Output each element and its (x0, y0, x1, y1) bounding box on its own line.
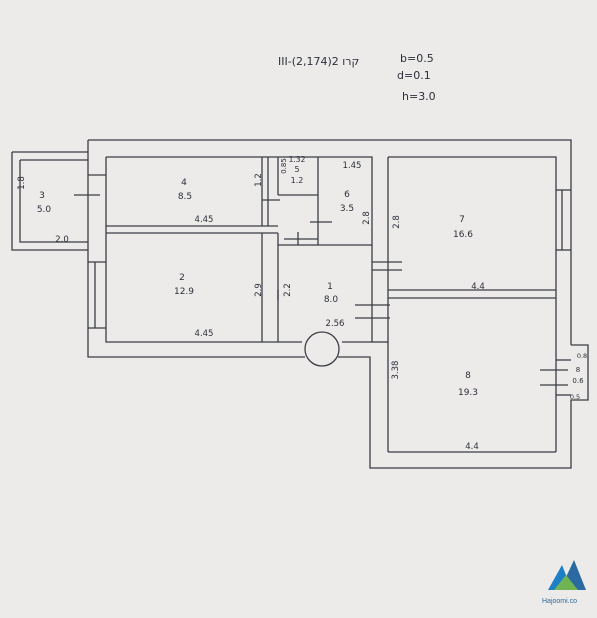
room-5-number: 5 (294, 165, 299, 174)
dim-0-85: 0.85 (280, 158, 288, 174)
room-1-number: 1 (327, 282, 333, 292)
param-b-label: b=0.5 (400, 52, 434, 65)
room-4-number: 4 (181, 178, 187, 188)
room-2-number: 2 (179, 273, 185, 283)
room-3-number: 3 (39, 191, 45, 201)
dim-1-45: 1.45 (343, 161, 362, 171)
room-8b-number: 8 (576, 366, 580, 374)
dim-4-4-bottom: 4.4 (465, 442, 479, 452)
room-1-area: 8.0 (324, 295, 339, 305)
column-circle (304, 331, 340, 367)
dim-1-2-vert: 1.2 (254, 173, 264, 187)
dim-4-45-top: 4.45 (195, 215, 214, 225)
param-d-label: d=0.1 (397, 69, 431, 82)
dim-1-32: 1.32 (289, 155, 306, 164)
room-8-area: 19.3 (458, 388, 478, 398)
logo-mountain-green (554, 575, 578, 590)
dim-3-38: 3.38 (391, 361, 401, 380)
logo-text: Hajoomi.co (542, 598, 578, 605)
dim-2-8-right: 2.8 (362, 211, 372, 225)
room-8b-area: 0.6 (572, 377, 584, 385)
dim-0-5: 0.5 (570, 393, 580, 401)
dim-0-8: 0.8 (577, 352, 587, 360)
dim-2-56: 2.56 (326, 319, 345, 329)
dim-2-9: 2.9 (254, 283, 264, 297)
room-3-area: 5.0 (37, 205, 52, 215)
walls (11, 139, 589, 469)
dim-2-2: 2.2 (283, 283, 293, 297)
room-7-number: 7 (459, 215, 465, 225)
dim-1-8: 1.8 (17, 176, 27, 190)
plan-code-label: III-קרו 2(2,174) (278, 55, 360, 68)
room-6-number: 6 (344, 190, 350, 200)
room-4-area: 8.5 (178, 192, 192, 202)
dim-4-4-mid: 4.4 (471, 282, 485, 292)
room-2-area: 12.9 (174, 287, 194, 297)
dim-4-45-bottom: 4.45 (195, 329, 214, 339)
logo-mark (548, 560, 586, 590)
param-h-label: h=3.0 (402, 90, 436, 103)
room-5-area: 1.2 (291, 176, 304, 185)
room-8-number: 8 (465, 371, 471, 381)
room-7-area: 16.6 (453, 230, 473, 240)
room-6-area: 3.5 (340, 204, 354, 214)
dim-2-0: 2.0 (55, 235, 69, 245)
dim-2-8-left: 2.8 (392, 215, 402, 229)
